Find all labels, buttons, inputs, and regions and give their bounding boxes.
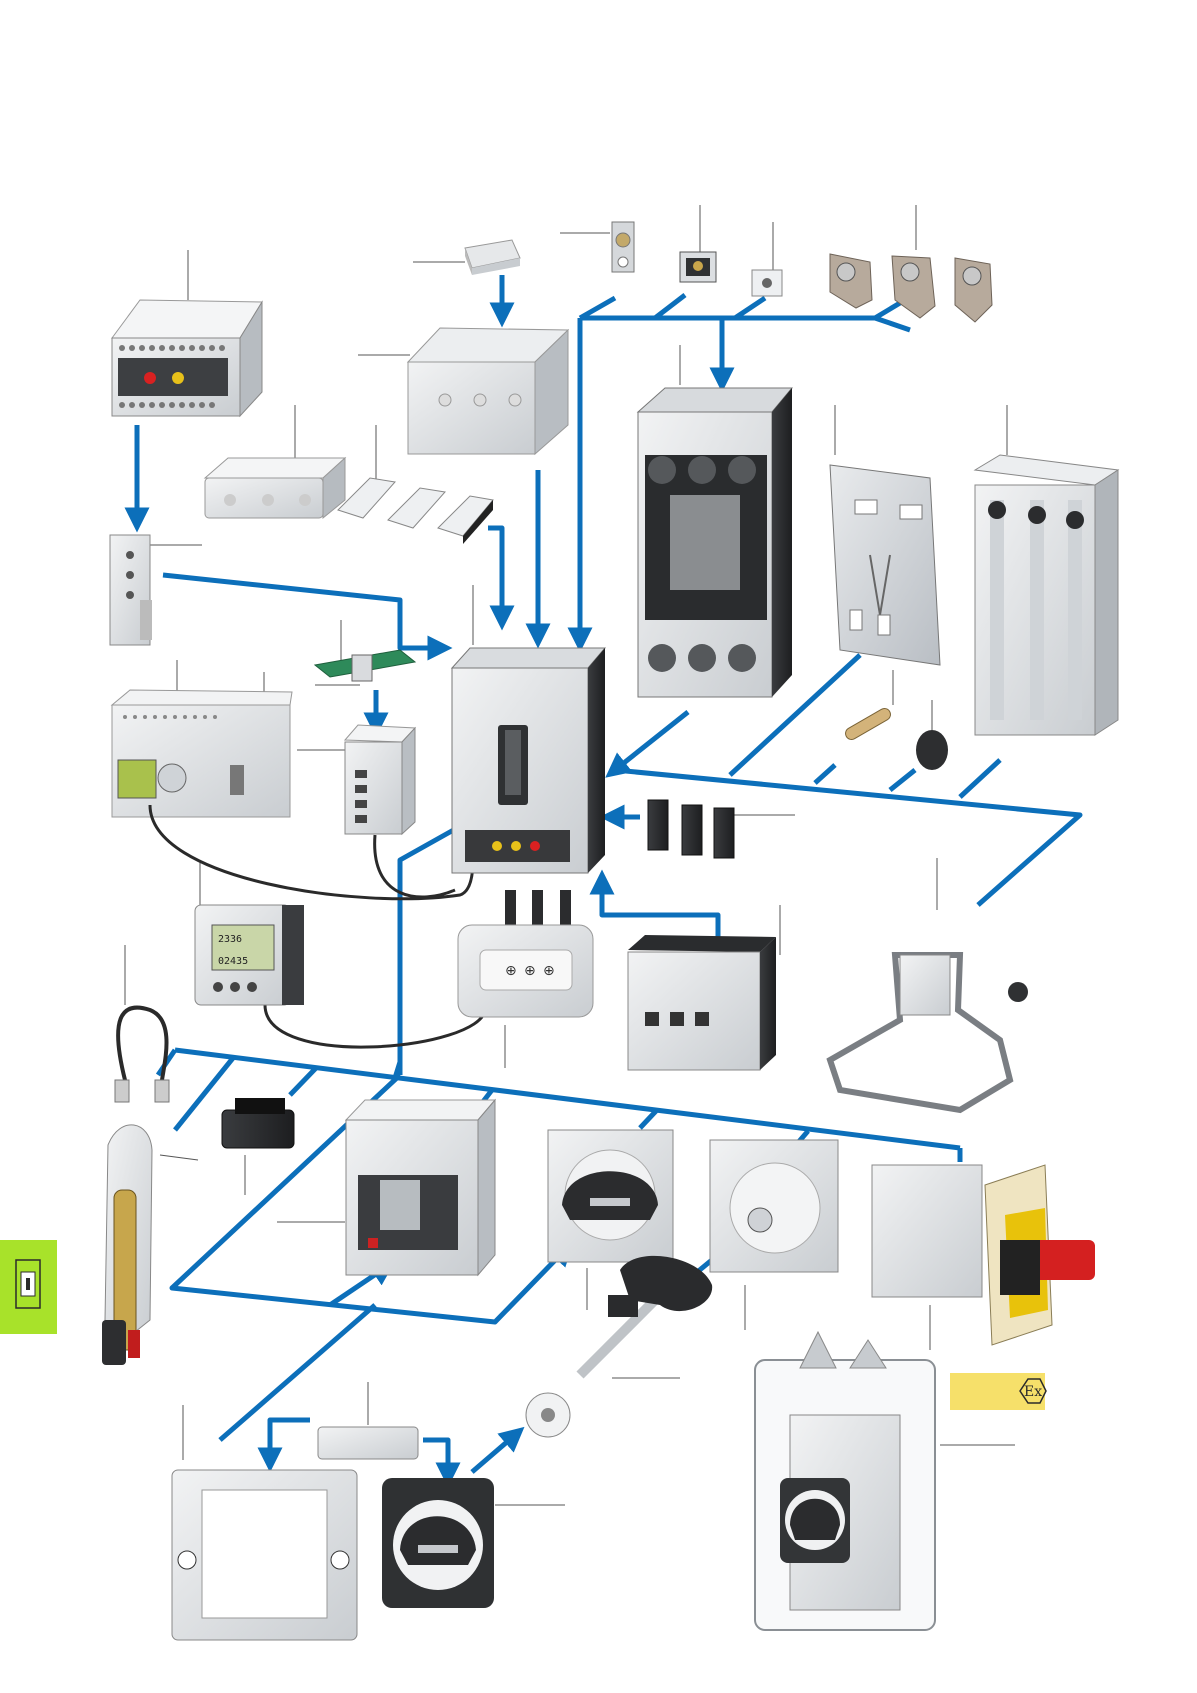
shunt-fuse bbox=[845, 708, 891, 740]
power-supply-module bbox=[343, 724, 417, 836]
svg-text:02435: 02435 bbox=[218, 956, 248, 967]
residual-current-module bbox=[627, 935, 776, 1071]
door-mounting-kit bbox=[344, 1098, 497, 1277]
circuit-breaker-large bbox=[636, 387, 794, 698]
phase-barriers bbox=[203, 456, 347, 520]
svg-text:⊕: ⊕ bbox=[524, 963, 536, 979]
connection-plates bbox=[829, 253, 993, 323]
svg-text:⊕: ⊕ bbox=[505, 963, 517, 979]
main-switch-red-yellow bbox=[871, 1164, 1095, 1346]
section-tab bbox=[0, 1240, 57, 1334]
circuit-breaker-main bbox=[450, 647, 607, 874]
frame-terminal bbox=[679, 251, 717, 283]
plug-in-base bbox=[973, 454, 1120, 736]
rotary-handle-black bbox=[382, 1478, 494, 1608]
connection-lines bbox=[124, 275, 1083, 1488]
auxiliary-contacts bbox=[647, 799, 735, 859]
box-terminal bbox=[611, 221, 635, 273]
rubber-stop bbox=[916, 730, 948, 770]
digital-measuring-device: 2336 02435 bbox=[194, 904, 304, 1006]
trip-switch-block bbox=[221, 1098, 295, 1149]
door-bezel-frame bbox=[171, 1469, 358, 1641]
svg-text:2336: 2336 bbox=[218, 934, 242, 945]
rear-operator-bracket bbox=[826, 952, 1028, 1114]
svg-text:⊕: ⊕ bbox=[543, 963, 555, 979]
terminal-cover-small bbox=[464, 239, 521, 275]
ex-badge: Ex bbox=[950, 1373, 1047, 1410]
communication-card bbox=[313, 649, 417, 682]
terminal-clamp bbox=[751, 269, 783, 297]
insulated-enclosure bbox=[754, 1330, 936, 1631]
terminal-covers bbox=[337, 477, 494, 544]
auxiliary-switch bbox=[109, 534, 152, 646]
extended-handle-shaft bbox=[102, 1124, 153, 1365]
rotary-handle-with-shaft bbox=[576, 1255, 713, 1379]
rotary-handle-door-2 bbox=[709, 1139, 839, 1273]
current-transformer: ⊕ ⊕ ⊕ bbox=[457, 890, 594, 1018]
breaker-tab-icon bbox=[15, 1259, 41, 1309]
rotary-handle-door-1 bbox=[547, 1129, 674, 1263]
programmable-relay bbox=[110, 689, 293, 818]
grounding-cable bbox=[114, 1005, 170, 1103]
ex-badge-label: Ex bbox=[1024, 1384, 1042, 1400]
shaft-coupling bbox=[525, 1392, 571, 1438]
terminal-shroud bbox=[406, 327, 570, 456]
mounting-plate bbox=[829, 464, 941, 666]
control-relay-module bbox=[111, 299, 263, 418]
label-carrier bbox=[317, 1426, 419, 1460]
